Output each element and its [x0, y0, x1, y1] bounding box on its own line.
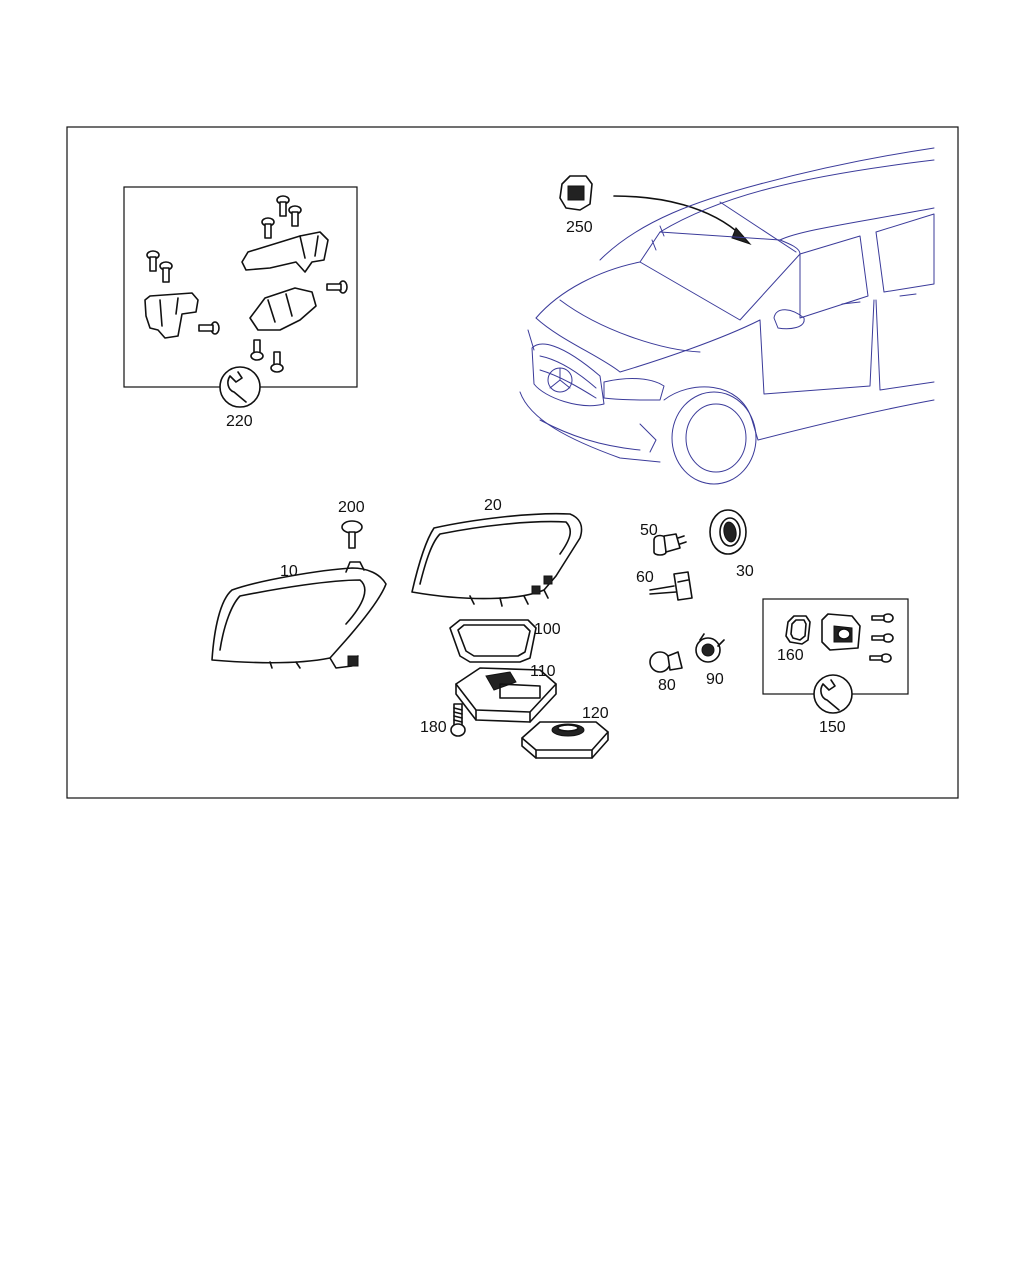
part-20-headlight[interactable]: 20 — [411, 497, 583, 607]
adjuster-bracket — [249, 287, 317, 331]
headlight-20 — [411, 512, 583, 600]
label-30: 30 — [736, 563, 754, 580]
label-120: 120 — [582, 705, 609, 722]
kit-220-screws — [146, 195, 348, 373]
label-250: 250 — [566, 219, 593, 236]
kit-220-group[interactable]: 220 — [123, 186, 358, 430]
label-80: 80 — [658, 677, 676, 694]
part-180-bolt[interactable]: 180 — [420, 703, 466, 737]
part-60-bulb[interactable]: 60 — [636, 569, 693, 601]
part-10-headlight[interactable]: 10 — [211, 561, 387, 669]
label-110: 110 — [530, 663, 556, 680]
part-120-ballast[interactable]: 120 — [521, 705, 609, 759]
label-10: 10 — [280, 563, 298, 580]
part-250-group[interactable]: 250 — [559, 175, 752, 246]
label-220: 220 — [226, 413, 253, 430]
label-50: 50 — [640, 522, 658, 539]
wrench-icon — [813, 674, 853, 714]
part-30-cap[interactable]: 30 — [709, 509, 754, 580]
part-90-socket[interactable]: 90 — [695, 633, 725, 688]
part-200-screw[interactable]: 200 — [338, 499, 365, 549]
label-90: 90 — [706, 671, 724, 688]
part-50-bulb[interactable]: 50 — [640, 522, 687, 556]
vehicle-outline — [519, 147, 935, 485]
part-80-bulb[interactable]: 80 — [649, 651, 683, 694]
kit-150-group[interactable]: 160 150 — [762, 598, 909, 736]
kit-220-box — [123, 186, 358, 388]
headlight-10 — [211, 567, 387, 664]
wrench-icon — [219, 366, 261, 408]
label-200: 200 — [338, 499, 365, 516]
label-180: 180 — [420, 719, 447, 736]
label-60: 60 — [636, 569, 654, 586]
upper-bracket — [241, 231, 329, 273]
label-160: 160 — [777, 647, 804, 664]
label-150: 150 — [819, 719, 846, 736]
part-110-control-unit[interactable]: 110 — [455, 663, 557, 723]
label-100: 100 — [534, 621, 561, 638]
left-bracket — [144, 292, 199, 339]
part-100-gasket[interactable]: 100 — [449, 619, 561, 663]
diagram-frame — [66, 126, 959, 799]
label-20: 20 — [484, 497, 502, 514]
